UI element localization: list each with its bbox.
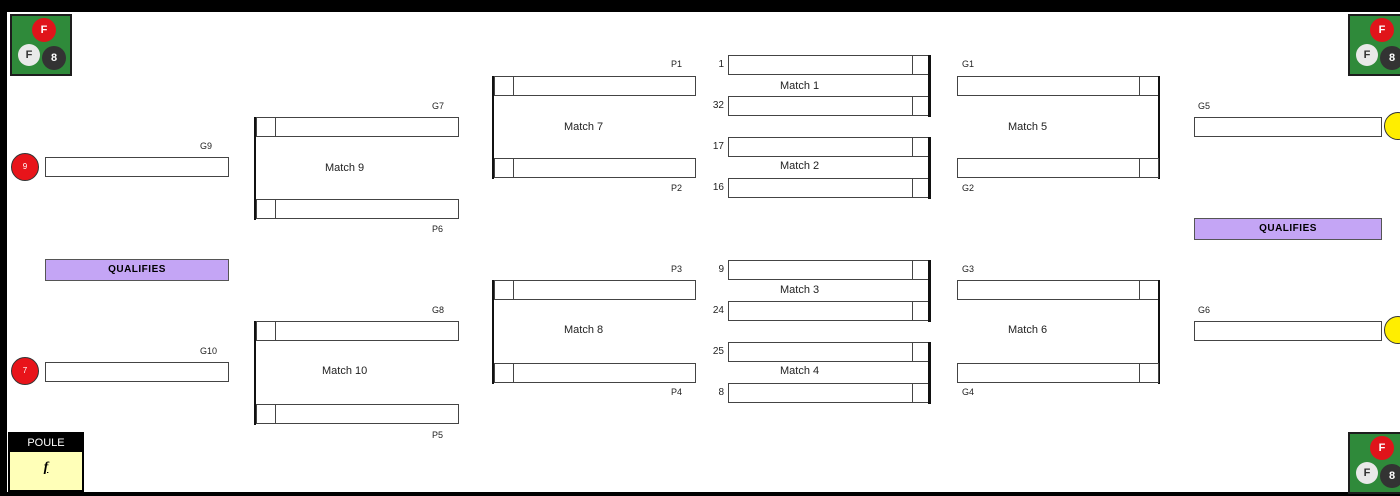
match4-slot-bottom[interactable] [728,383,930,403]
match6-title: Match 6 [1008,324,1048,336]
match9-slot-bottom[interactable] [256,199,459,219]
logo-black-ball: 8 [1380,46,1400,70]
label-p4: P4 [671,387,683,397]
seed-25: 25 [712,346,724,357]
match9-bracket [254,117,256,220]
match9-slot-top[interactable] [256,117,459,137]
match2-slot-bottom[interactable] [728,178,930,198]
match6-bracket [1158,280,1160,384]
match10-slot-top[interactable] [256,321,459,341]
match3-title: Match 3 [780,284,820,296]
match5-slot-top[interactable] [957,76,1159,96]
qualifier-field-left-top[interactable] [45,157,229,177]
match1-bracket [928,55,931,117]
match10-bracket [254,321,256,425]
match3-bracket [928,260,931,322]
match4-title: Match 4 [780,365,820,377]
label-g4: G4 [962,387,975,397]
seed-1: 1 [718,59,724,70]
poule-value: f [43,460,49,475]
logo-red-ball: F [1370,436,1394,460]
match1-slot-bottom[interactable] [728,96,930,116]
logo-red-ball: F [1370,18,1394,42]
seed-24: 24 [712,305,724,316]
logo-top-right: F F 8 [1348,14,1400,76]
match5-bracket [1158,76,1160,179]
logo-bottom-right: F F 8 [1348,432,1400,494]
poule-box[interactable]: POULE f [8,432,84,492]
match1-title: Match 1 [780,80,820,92]
logo-white-ball: F [18,44,40,66]
match8-title: Match 8 [564,324,604,336]
label-p6: P6 [432,224,444,234]
match7-bracket [492,76,494,179]
match7-slot-top[interactable] [494,76,696,96]
label-g3: G3 [962,264,975,274]
logo-top-left: F F 8 [10,14,72,76]
logo-white-ball: F [1356,44,1378,66]
match6-slot-bottom[interactable] [957,363,1159,383]
red-ball-bottom: 7 [11,357,39,385]
match4-bracket [928,342,931,404]
label-p3: P3 [671,264,683,274]
label-g2: G2 [962,183,975,193]
poule-header: POULE [10,434,82,452]
match3-slot-bottom[interactable] [728,301,930,321]
seed-9: 9 [718,264,724,275]
label-g10: G10 [200,346,218,356]
logo-red-ball: F [32,18,56,42]
qualifier-field-right-bottom[interactable] [1194,321,1382,341]
match7-title: Match 7 [564,121,604,133]
match1-slot-top[interactable] [728,55,930,75]
match2-bracket [928,137,931,199]
match6-slot-top[interactable] [957,280,1159,300]
label-g9: G9 [200,141,213,151]
match10-slot-bottom[interactable] [256,404,459,424]
match7-slot-bottom[interactable] [494,158,696,178]
logo-black-ball: 8 [1380,464,1400,488]
label-g8: G8 [432,305,445,315]
match2-title: Match 2 [780,160,820,172]
match8-bracket [492,280,494,384]
label-p5: P5 [432,430,444,440]
match3-slot-top[interactable] [728,260,930,280]
qualifies-right: QUALIFIES [1194,218,1382,240]
match10-title: Match 10 [322,365,368,377]
label-p1: P1 [671,59,683,69]
match9-title: Match 9 [325,162,365,174]
match5-slot-bottom[interactable] [957,158,1159,178]
match2-slot-top[interactable] [728,137,930,157]
logo-black-ball: 8 [42,46,66,70]
seed-16: 16 [712,182,724,193]
label-p2: P2 [671,183,683,193]
match4-slot-top[interactable] [728,342,930,362]
label-g1: G1 [962,59,975,69]
seed-8: 8 [718,387,724,398]
logo-white-ball: F [1356,462,1378,484]
qualifier-field-right-top[interactable] [1194,117,1382,137]
match5-title: Match 5 [1008,121,1048,133]
qualifier-field-left-bottom[interactable] [45,362,229,382]
qualifies-left: QUALIFIES [45,259,229,281]
red-ball-top: 9 [11,153,39,181]
match8-slot-top[interactable] [494,280,696,300]
match8-slot-bottom[interactable] [494,363,696,383]
seed-17: 17 [712,141,724,152]
label-g6: G6 [1198,305,1211,315]
label-g7: G7 [432,101,445,111]
label-g5: G5 [1198,101,1211,111]
seed-32: 32 [712,100,724,111]
